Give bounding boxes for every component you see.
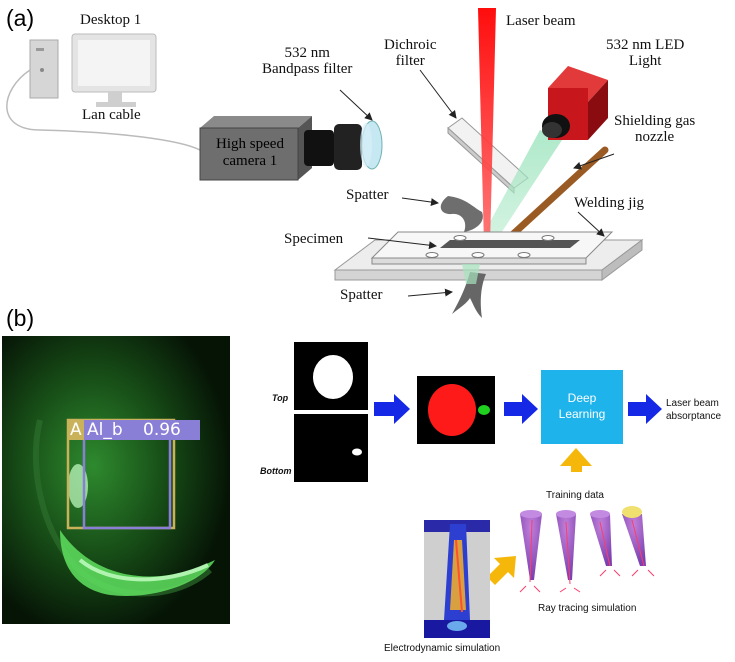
specimen-label: Specimen xyxy=(284,231,344,247)
welding-jig-icon xyxy=(333,231,644,281)
desktop-computer-icon xyxy=(29,33,157,107)
camera-label: High speed camera 1 xyxy=(216,136,284,170)
spatter-top-shape xyxy=(440,196,483,232)
top-label: Top xyxy=(272,393,289,403)
panel-b-label: (b) xyxy=(6,305,35,331)
yellow-arrow-up xyxy=(560,448,592,472)
bandpass-filter-label: 532 nm Bandpass filter xyxy=(262,45,353,77)
deep-learning-box: Deep Learning xyxy=(541,370,623,444)
led-light-label: 532 nm LED Light xyxy=(606,37,685,69)
detection-score: 0.96 xyxy=(143,420,181,440)
laser-beam xyxy=(478,8,496,245)
ray-tracing-cones xyxy=(519,506,655,593)
blue-arrows xyxy=(374,394,662,424)
deep-learning-label: Deep Learning xyxy=(558,391,606,421)
dichroic-filter-label: Dichroic filter xyxy=(384,37,437,69)
panel-a-label: (a) xyxy=(6,5,35,31)
yellow-arrow-diag xyxy=(487,556,516,585)
desktop-label: Desktop 1 xyxy=(80,12,142,28)
bottom-label: Bottom xyxy=(260,466,292,476)
detection-class-a: A xyxy=(70,420,82,440)
training-data-label: Training data xyxy=(546,490,604,501)
output-label: Laser beam absorptance xyxy=(666,398,722,422)
electrodynamic-label: Electrodynamic simulation xyxy=(384,643,501,654)
detection-class-b: Al_b xyxy=(87,420,123,440)
laser-beam-label: Laser beam xyxy=(506,13,576,29)
bottom-binary-image xyxy=(294,414,368,482)
spatter-top-label: Spatter xyxy=(346,187,389,203)
shielding-gas-nozzle xyxy=(496,146,609,250)
welding-jig-label: Welding jig xyxy=(574,195,645,211)
led-light-icon xyxy=(542,66,608,140)
high-speed-camera-icon xyxy=(199,116,383,181)
shielding-gas-label: Shielding gas nozzle xyxy=(614,113,696,145)
lan-cable xyxy=(6,69,201,151)
spatter-bottom-label: Spatter xyxy=(340,287,383,303)
ray-tracing-label: Ray tracing simulation xyxy=(538,603,637,614)
spatter-bottom-shape xyxy=(452,272,486,318)
led-light-cone xyxy=(478,130,562,250)
lan-cable-label: Lan cable xyxy=(82,107,141,123)
